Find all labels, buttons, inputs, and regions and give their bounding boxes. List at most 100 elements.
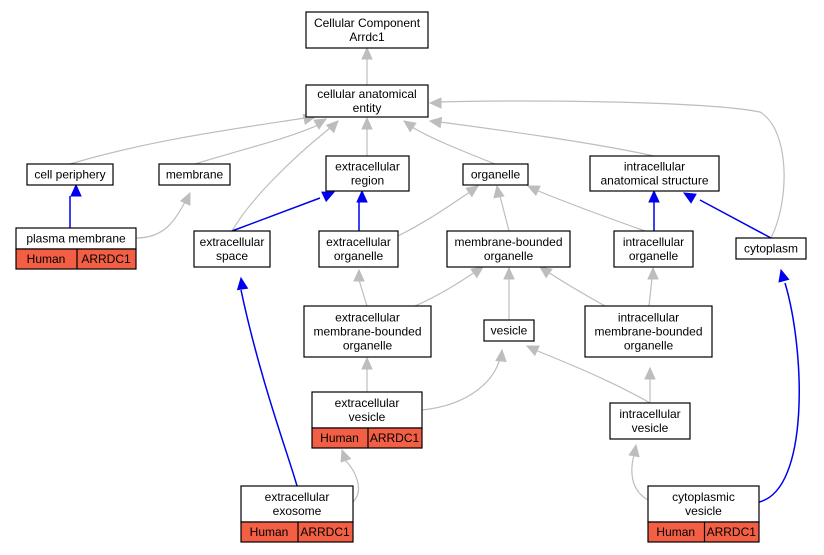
intracellular-membrane-bounded-organelle-label: membrane-bounded: [594, 325, 702, 339]
is-a-edge: [631, 454, 649, 501]
extracellular-exosome-label: exosome: [273, 504, 322, 518]
annotation-row: [240, 521, 354, 543]
edge-arrowhead: [340, 448, 352, 463]
extracellular-membrane-bounded-organelle-label: membrane-bounded: [313, 325, 421, 339]
edge-arrowhead: [503, 266, 515, 280]
intracellular-organelle-box: [613, 230, 694, 268]
is-a-edge: [534, 349, 651, 404]
graph-title-label: Arrdc1: [349, 30, 385, 44]
is-a-edge: [421, 357, 501, 411]
is-a-edge: [648, 277, 653, 307]
edge-arrowhead: [361, 356, 373, 370]
extracellular-exosome-label: extracellular: [265, 490, 330, 504]
edge-arrowhead: [495, 348, 507, 362]
extracellular-membrane-bounded-organelle-label: organelle: [343, 339, 393, 353]
graph-title-label: Cellular Component: [314, 16, 421, 30]
extracellular-membrane-bounded-organelle-label: extracellular: [335, 311, 400, 325]
is-a-edge: [547, 271, 606, 307]
extracellular-region-label: region: [351, 174, 384, 188]
edge-arrowhead: [647, 266, 659, 280]
annotation-gene: ARRDC1: [370, 431, 420, 445]
membrane-box: [158, 163, 231, 186]
part-of-edge: [231, 197, 321, 232]
is-a-edge: [231, 127, 331, 232]
is-a-edge: [414, 271, 476, 307]
annotation-species: Human: [320, 431, 359, 445]
cellular-anatomical-entity-label: entity: [353, 101, 382, 115]
is-a-edge: [344, 459, 359, 503]
edge-arrowhead: [361, 46, 373, 60]
vesicle-label: vesicle: [491, 324, 528, 338]
edge-arrowhead: [361, 116, 373, 130]
cellular-anatomical-entity-label: cellular anatomical: [317, 87, 416, 101]
extracellular-region-label: extracellular: [335, 160, 400, 174]
intracellular-organelle-label: intracellular: [623, 235, 684, 249]
graph-title-box: [305, 11, 429, 49]
edge-arrowhead: [493, 184, 505, 199]
cytoplasmic-vesicle-label: vesicle: [685, 504, 722, 518]
extracellular-space-box: [193, 230, 271, 268]
extracellular-space-label: space: [216, 249, 248, 263]
edge-arrowhead: [236, 276, 249, 291]
cell-periphery-node[interactable]: cell periphery: [26, 163, 114, 186]
is-a-edge: [439, 121, 655, 157]
extracellular-vesicle-label: vesicle: [349, 410, 386, 424]
extracellular-organelle-box: [318, 230, 399, 268]
edge-arrowhead: [321, 191, 336, 203]
vesicle-node[interactable]: vesicle: [483, 319, 535, 342]
is-a-edge: [439, 100, 785, 239]
annotation-row: [647, 521, 760, 543]
membrane-node[interactable]: membrane: [158, 163, 231, 186]
cellular-anatomical-entity-box: [305, 84, 429, 118]
annotation-species: Human: [250, 525, 289, 539]
edge-arrowhead: [526, 185, 541, 197]
cell-periphery-box: [26, 163, 114, 186]
is-a-edge: [358, 279, 368, 307]
intracellular-vesicle-label: vesicle: [632, 421, 669, 435]
intracellular-vesicle-box: [609, 402, 691, 440]
edge-arrowhead: [70, 183, 82, 197]
membrane-bounded-organelle-label: membrane-bounded: [454, 235, 562, 249]
intracellular-membrane-bounded-organelle-label: intracellular: [618, 311, 679, 325]
intracellular-membrane-bounded-organelle-label: organelle: [624, 339, 674, 353]
intracellular-membrane-bounded-organelle-box: [584, 305, 713, 358]
extracellular-space-label: extracellular: [200, 235, 265, 249]
is-a-edge: [397, 191, 471, 237]
is-a-edge: [535, 189, 646, 232]
edge-arrowhead: [644, 366, 656, 380]
annotation-gene: ARRDC1: [707, 525, 757, 539]
edge-arrowhead: [648, 189, 660, 203]
cytoplasm-node[interactable]: cytoplasm: [735, 237, 807, 260]
membrane-bounded-organelle-box: [446, 230, 571, 268]
extracellular-membrane-bounded-organelle-box: [303, 305, 432, 358]
part-of-edge: [699, 199, 772, 239]
edge-arrowhead: [682, 192, 697, 204]
is-a-edge: [411, 126, 496, 165]
annotation-gene: ARRDC1: [300, 525, 350, 539]
edge-arrowhead: [465, 185, 479, 198]
organelle-node[interactable]: organelle: [462, 163, 529, 186]
vesicle-box: [483, 319, 535, 342]
extracellular-organelle-label: organelle: [334, 249, 384, 263]
extracellular-vesicle-box: [311, 391, 423, 429]
is-a-edge: [499, 195, 510, 232]
edge-arrowhead: [356, 189, 368, 203]
edge-arrowhead: [628, 443, 640, 458]
is-a-edge: [135, 201, 186, 239]
annotation-species: Human: [27, 252, 66, 266]
